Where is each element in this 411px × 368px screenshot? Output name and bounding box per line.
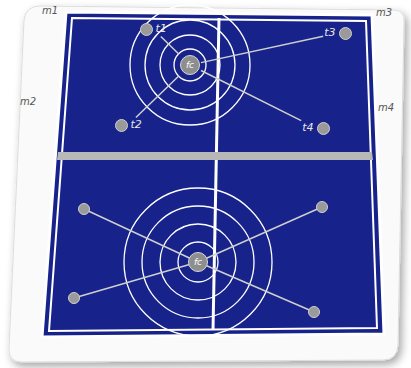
target-dot [115, 119, 128, 132]
hub-circle: fc [180, 55, 200, 75]
hub-node: fc [180, 55, 200, 75]
hub-node: fc [188, 252, 208, 272]
target-dot [317, 122, 330, 135]
target-node: t4 [302, 122, 329, 135]
target-node: t1 [140, 23, 167, 36]
target-label: t3 [324, 27, 335, 39]
spoke-line [201, 36, 323, 62]
corner-label: m4 [378, 102, 394, 113]
target-label: t1 [156, 23, 167, 35]
card [9, 6, 404, 362]
corner-label: m1 [42, 5, 58, 16]
spoke-line [136, 76, 179, 118]
corner-label: m2 [20, 96, 36, 107]
target-node: t2 [115, 119, 142, 132]
net [57, 152, 373, 160]
bottom-spokes [74, 207, 322, 312]
spoke-line [161, 37, 179, 55]
target-node: t3 [324, 27, 351, 40]
corner-label: m3 [376, 7, 392, 18]
table-top [42, 12, 384, 337]
hub-label: fc [194, 256, 202, 268]
target-label: t4 [302, 122, 313, 134]
target-dot [339, 27, 352, 40]
center-line [213, 18, 219, 330]
table-inner-line [49, 18, 377, 331]
spoke-line [201, 71, 301, 121]
hub-label: fc [186, 59, 194, 71]
target-dot [140, 23, 153, 36]
target-label: t2 [131, 119, 142, 131]
bottom-rings [124, 188, 272, 336]
top-rings [130, 5, 250, 125]
bottom-dots [69, 202, 328, 318]
hub-circle: fc [188, 252, 208, 272]
